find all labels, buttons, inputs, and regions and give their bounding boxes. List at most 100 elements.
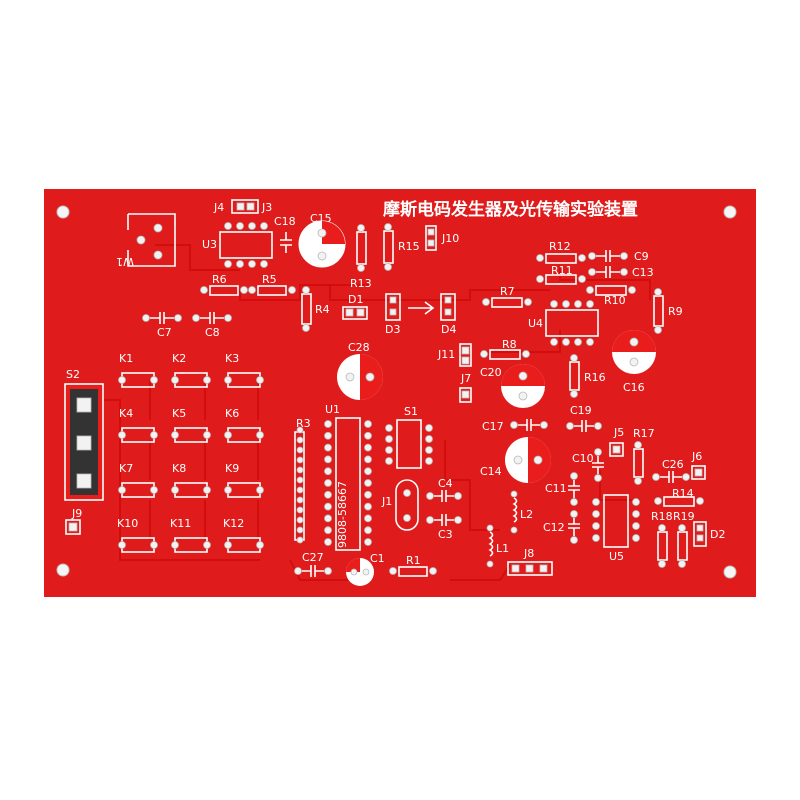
label-j4: J4 [213, 201, 224, 214]
label-r12: R12 [549, 240, 571, 253]
footprint-u5 [592, 494, 640, 548]
solder-pad [324, 490, 332, 499]
solder-pad [150, 541, 158, 549]
solder-pad [364, 502, 372, 511]
footprint-r11 [536, 274, 586, 285]
label-j1: J1 [381, 495, 392, 508]
solder-pad [632, 510, 640, 518]
solder-pad [364, 467, 372, 476]
label-k3: K3 [225, 352, 239, 365]
solder-pad [364, 479, 372, 487]
footprint-u4 [545, 300, 599, 346]
solder-pad [296, 446, 304, 454]
solder-pad [385, 457, 393, 465]
label-j8: J8 [523, 547, 534, 560]
label-c19: C19 [570, 404, 592, 417]
label-r1: R1 [406, 554, 421, 567]
solder-pad [203, 486, 211, 494]
footprint-j5 [609, 442, 624, 457]
solder-pad [256, 486, 264, 494]
label-k2: K2 [172, 352, 186, 365]
footprint-r9 [653, 288, 664, 334]
solder-pad [296, 496, 304, 504]
footprint-c19 [566, 420, 602, 432]
solder-pad [296, 516, 304, 524]
footprint-l1 [486, 524, 494, 568]
solder-pad [632, 534, 640, 542]
label-d1: D1 [348, 293, 363, 306]
label-c16: C16 [623, 381, 645, 394]
footprint-c9 [588, 250, 628, 262]
solder-pad [324, 420, 332, 428]
footprint-r12 [536, 253, 586, 264]
label-r19: R19 [673, 510, 695, 523]
footprint-r7 [482, 297, 532, 308]
solder-pad [364, 526, 372, 535]
solder-pad [203, 431, 211, 439]
footprint-j10 [425, 225, 437, 251]
label-k5: K5 [172, 407, 186, 420]
label-s2: S2 [66, 368, 80, 381]
footprint-c13 [588, 266, 628, 278]
footprint-c4 [426, 490, 462, 502]
solder-pad [256, 376, 264, 384]
label-j3: J3 [261, 201, 272, 214]
footprint-c3 [426, 514, 462, 526]
footprint-j9 [65, 519, 81, 535]
solder-pad [236, 260, 244, 268]
solder-pad [260, 222, 268, 230]
label-c7: C7 [157, 326, 172, 339]
footprint-c8 [192, 312, 232, 324]
label-c12: C12 [543, 521, 565, 534]
footprint-j11 [459, 343, 472, 367]
solder-pad [296, 476, 304, 484]
label-c9: C9 [634, 250, 649, 263]
solder-pad [574, 338, 582, 346]
label-r15: R15 [398, 240, 420, 253]
footprint-c28 [337, 354, 383, 400]
solder-pad [425, 435, 433, 443]
footprint-r3 [294, 426, 305, 544]
footprint-c17 [510, 419, 548, 431]
solder-pad [224, 431, 232, 439]
solder-pad [562, 338, 570, 346]
solder-pad [260, 260, 268, 268]
footprint-w1 [127, 213, 176, 267]
solder-pad [296, 436, 304, 444]
solder-pad [550, 338, 558, 346]
footprint-l2 [510, 490, 518, 534]
solder-pad [118, 376, 126, 384]
footprint-c10 [592, 448, 604, 482]
solder-pad [425, 446, 433, 454]
label-j11: J11 [437, 348, 455, 361]
solder-pad [364, 420, 372, 428]
solder-pad [171, 486, 179, 494]
footprint-r4 [301, 286, 312, 332]
solder-pad [118, 486, 126, 494]
solder-pad [574, 300, 582, 308]
solder-pad [324, 479, 332, 487]
solder-pad [324, 455, 332, 464]
footprint-r16 [569, 354, 580, 398]
solder-pad [296, 506, 304, 514]
footprint-r18 [657, 524, 668, 568]
mounting-hole-bl [56, 563, 70, 577]
footprint-r17 [633, 441, 644, 485]
solder-pad [224, 486, 232, 494]
label-r16: R16 [584, 371, 606, 384]
solder-pad [364, 490, 372, 499]
mounting-hole-tr [723, 205, 737, 219]
label-k4: K4 [119, 407, 133, 420]
label-r14: R14 [672, 487, 694, 500]
footprint-j4-j3 [231, 199, 259, 214]
label-c18: C18 [274, 215, 296, 228]
footprint-c12 [568, 510, 580, 544]
footprint-r14 [654, 496, 704, 507]
mounting-holes [56, 205, 737, 579]
label-d2: D2 [710, 528, 725, 541]
solder-pad [586, 338, 594, 346]
solder-pad [256, 541, 264, 549]
label-r13: R13 [350, 277, 372, 290]
